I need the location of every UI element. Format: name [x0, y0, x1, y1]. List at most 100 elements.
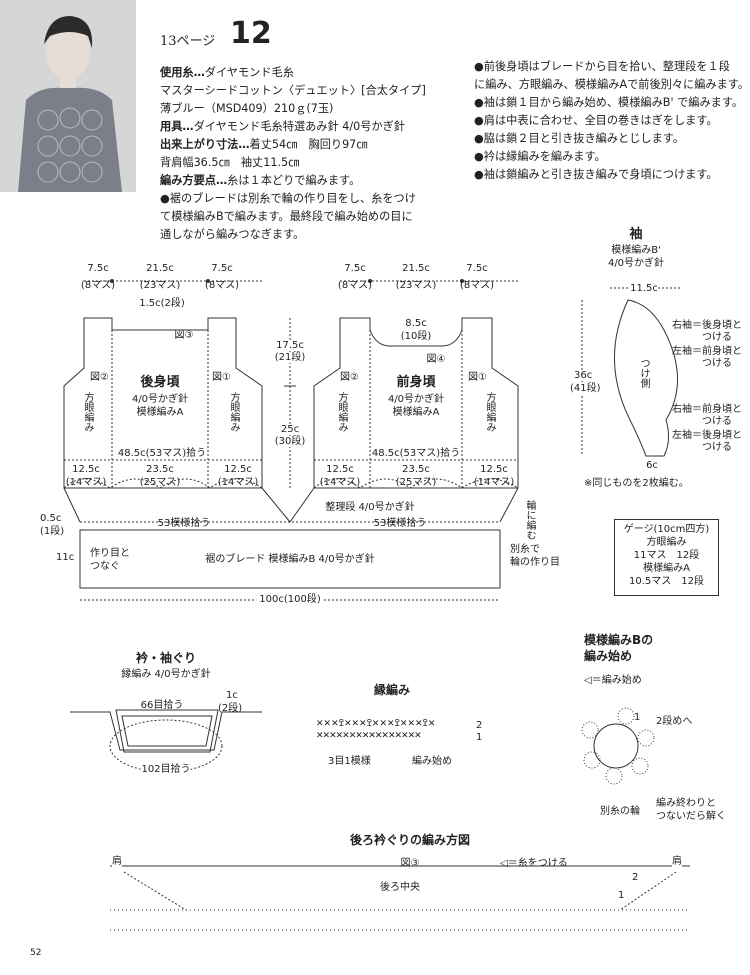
pattern-b-row-1: 1	[634, 712, 641, 723]
yarn-label: 使用糸…	[160, 66, 205, 79]
yarn-line-2: マスターシードコットン〈デュエット〉[合太タイプ]	[160, 84, 426, 97]
back-dim-3: 7.5c	[211, 263, 233, 274]
edge-title: 縁編み	[373, 683, 411, 697]
neck-chart-fig: 図③	[400, 858, 420, 869]
sleeve-note-r1: 右袖＝後身頃と	[672, 320, 742, 331]
braid-edge-height: 0.5c	[40, 513, 62, 524]
back-pick: 48.5c(53マス)拾う	[117, 448, 207, 459]
point-line-2: て模様編みBで編みます。最終段で編み始めの目に	[160, 210, 413, 223]
sleeve-title: 袖	[629, 227, 643, 242]
edge-row-2: 2	[476, 720, 483, 731]
back-fig-3: 図③	[174, 330, 194, 341]
sleeve-bottom: 6c	[646, 460, 658, 471]
pattern-b-row-2: 2段めへ	[656, 716, 693, 727]
point-line-3: 通しながら編みつなぎます。	[160, 228, 305, 241]
page-reference: 13ページ	[160, 34, 216, 49]
body-height: 25c	[280, 424, 300, 435]
point-line-1: ●裾のブレードは別糸で輪の作り目をし、糸をつけ	[160, 192, 416, 205]
front-pattern: 模様編みA	[392, 407, 440, 418]
back-fig-2: 図②	[90, 372, 109, 383]
front-dim-1-sub: (8マス)	[337, 280, 373, 291]
back-bottom-1-sub: (14マス)	[65, 477, 107, 488]
braid-height: 11c	[56, 552, 75, 563]
pattern-number: 12	[230, 16, 272, 51]
pattern-b-legend: ◁＝編み始め	[584, 675, 642, 686]
front-dim-1: 7.5c	[344, 263, 366, 274]
gauge-title: ゲージ(10cm四方)	[623, 524, 710, 535]
gauge-box: ゲージ(10cm四方) 方眼編み 11マス 12段 模様編みA 10.5マス 1…	[614, 519, 719, 596]
gauge-line-3: 模様編みA	[643, 563, 690, 574]
yarn-line-3: 薄ブルー（MSD409）210ｇ(7玉)	[160, 102, 334, 115]
note-line: ●袖は鎖１目から編み始め、模様編みB' で編みます。	[474, 96, 744, 109]
back-bottom-3-sub: (14マス)	[217, 477, 259, 488]
sleeve-note: ※同じものを2枚編む。	[584, 478, 689, 489]
neck-chart-legend: ◁＝糸をつける	[500, 858, 568, 869]
front-side-left: 方眼編み	[336, 392, 347, 432]
front-bottom-1: 12.5c	[326, 464, 354, 475]
neck-chart-shoulder-left: 肩	[112, 856, 122, 867]
braid-edge-height-sub: (1段)	[40, 526, 65, 537]
front-bottom-2-sub: (25マス)	[395, 477, 437, 488]
pattern-b-title-1: 模様編みBの	[584, 633, 654, 647]
back-dim-3-sub: (8マス)	[204, 280, 240, 291]
front-hook: 4/0号かぎ針	[387, 394, 445, 405]
front-fig-4: 図④	[426, 354, 446, 365]
neck-chart-center: 後ろ中央	[380, 882, 420, 893]
collar-height: 1c	[226, 690, 238, 701]
sleeve-top-width: 11.5c	[630, 283, 658, 294]
neck-chart-row-2: 2	[632, 872, 639, 883]
back-side-right: 方眼編み	[228, 392, 239, 432]
front-fig-1: 図①	[468, 372, 487, 383]
instruction-notes: ●前後身頃はブレードから目を拾い、整理段を１段 に編み、方眼編み、模様編みAで前…	[474, 58, 750, 184]
edge-start: 編み始め	[412, 756, 452, 767]
front-neck-depth-sub: (10段)	[400, 331, 432, 342]
neck-chart-row-1: 1	[618, 890, 625, 901]
front-dim-3-sub: (8マス)	[459, 280, 495, 291]
note-line: ●衿は縁編みを編みます。	[474, 150, 606, 163]
front-side-right: 方眼編み	[484, 392, 495, 432]
sleeve-note-r1b: つける	[702, 332, 732, 343]
back-dim-2: 21.5c	[146, 263, 174, 274]
back-bottom-2: 23.5c	[146, 464, 174, 475]
back-bottom-3: 12.5c	[224, 464, 252, 475]
gauge-line-2: 11マス 12段	[633, 550, 700, 561]
sleeve-height: 36c	[574, 370, 593, 381]
braid-width: 100c(100段)	[256, 594, 324, 605]
edge-row-1: 1	[476, 732, 483, 743]
tools-label: 用具…	[160, 120, 194, 133]
sleeve-note-r2b: つける	[702, 416, 732, 427]
pattern-b-ring: 別糸の輪	[600, 806, 640, 817]
braid-pick-right: 53模様拾う	[373, 518, 427, 529]
sleeve-hook: 4/0号かぎ針	[607, 258, 665, 269]
back-bottom-2-sub: (25マス)	[139, 477, 181, 488]
back-pattern: 模様編みA	[136, 407, 184, 418]
front-dim-2: 21.5c	[402, 263, 430, 274]
braid-adjust-row: 整理段 4/0号かぎ針	[325, 502, 415, 513]
front-dim-2-sub: (23マス)	[395, 280, 437, 291]
body-height-sub: (30段)	[274, 436, 306, 447]
sleeve-note-r2: 右袖＝前身頃と	[672, 404, 742, 415]
materials-spec: 使用糸…ダイヤモンド毛糸 マスターシードコットン〈デュエット〉[合太タイプ] 薄…	[160, 64, 460, 244]
braid-join-1: 作り目と	[90, 548, 130, 559]
pattern-b-ring-note-2: つないだら解く	[656, 811, 726, 822]
model-photo	[0, 0, 136, 192]
front-neck-depth: 8.5c	[405, 318, 427, 329]
back-dim-2-sub: (23マス)	[139, 280, 181, 291]
back-bottom-1: 12.5c	[72, 464, 100, 475]
back-side-left: 方眼編み	[82, 392, 93, 432]
size-label: 出来上がり寸法…	[160, 138, 250, 151]
gauge-line-1: 方眼編み	[646, 537, 687, 548]
pattern-b-ring-note-1: 編み終わりと	[656, 798, 716, 809]
points-label: 編み方要点…	[160, 174, 228, 187]
sleeve-height-sub: (41段)	[570, 383, 601, 394]
collar-sub: 縁編み 4/0号かぎ針	[121, 669, 211, 680]
pattern-b-title-2: 編み始め	[584, 649, 633, 663]
front-bottom-2: 23.5c	[402, 464, 430, 475]
braid-pick-left: 53模様拾う	[157, 518, 211, 529]
back-fig-1: 図①	[212, 372, 231, 383]
size-line-2: 背肩幅36.5㎝ 袖丈11.5㎝	[160, 156, 300, 169]
page-number: 52	[30, 948, 42, 958]
note-line: ●前後身頃はブレードから目を拾い、整理段を１段	[474, 60, 730, 73]
braid-join-2: つなぐ	[90, 561, 120, 572]
